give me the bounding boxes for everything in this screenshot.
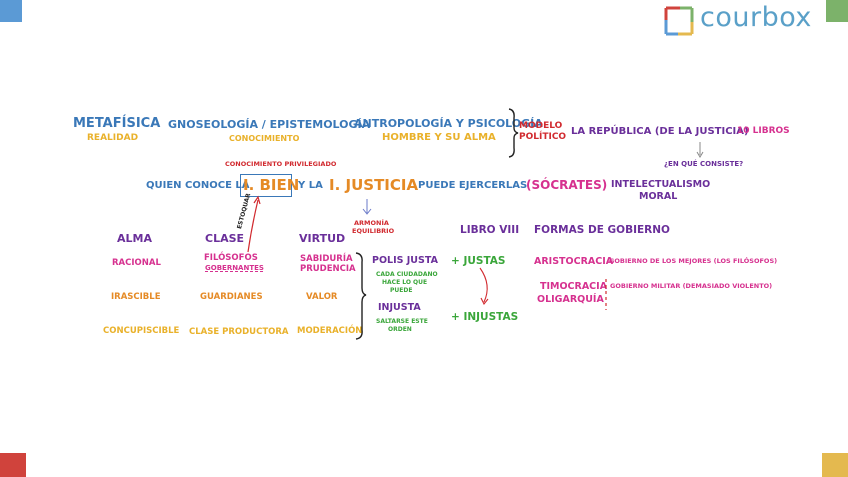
header-clase: CLASE — [205, 232, 245, 245]
clase-productora: CLASE PRODUCTORA — [189, 327, 289, 337]
logo-mark-icon — [664, 6, 694, 36]
mas-justas: + JUSTAS — [451, 255, 506, 267]
header-formas: FORMAS DE GOBIERNO — [534, 224, 670, 236]
logo-text: courbox — [700, 2, 812, 33]
socrates: (SÓCRATES) — [526, 178, 608, 192]
clase-gobernantes: GOBERNANTES — [205, 264, 264, 272]
conocimiento: CONOCIMIENTO — [229, 134, 300, 143]
aristocracia: ARISTOCRACIA — [534, 256, 614, 267]
bracket-modelo — [508, 108, 519, 158]
justicia: I. JUSTICIA — [329, 176, 419, 194]
injusta: INJUSTA — [378, 302, 421, 313]
puede-ejercerlas: PUEDE EJERCERLAS — [418, 180, 528, 191]
bracket-polis — [355, 252, 367, 340]
realidad: REALIDAD — [87, 133, 139, 143]
intelectualismo: INTELECTUALISMO — [611, 179, 711, 190]
republica: LA REPÚBLICA (DE LA JUSTICIA) — [571, 126, 749, 137]
metafisica: METAFÍSICA — [73, 116, 161, 131]
bien-box — [240, 174, 292, 197]
equilibrio: EQUILIBRIO — [352, 227, 395, 235]
virtud-valor: VALOR — [306, 292, 338, 302]
hombre-alma: HOMBRE Y SU ALMA — [382, 132, 496, 143]
mas-injustas: + INJUSTAS — [451, 311, 519, 323]
corner-top-right — [826, 0, 848, 22]
arrow-estoquar — [247, 199, 259, 253]
moral: MORAL — [639, 191, 678, 202]
injusta-desc-2: ORDEN — [388, 326, 412, 333]
corner-bottom-left — [0, 453, 26, 477]
oligarquia: OLIGARQUÍA — [537, 294, 604, 305]
header-libro-viii: LIBRO VIII — [460, 224, 520, 236]
y-la: Y LA — [298, 180, 323, 191]
virtud-sabiduria: SABIDURÍA — [300, 254, 353, 264]
conocimiento-privilegiado: CONOCIMIENTO PRIVILEGIADO — [225, 160, 337, 168]
antropologia: ANTROPOLOGÍA Y PSICOLOGÍA — [354, 117, 543, 130]
timocracia-desc: GOBIERNO MILITAR (DEMASIADO VIOLENTO) — [610, 282, 773, 290]
alma-racional: RACIONAL — [112, 258, 161, 268]
injusta-desc-1: SALTARSE ESTE — [376, 318, 428, 325]
header-alma: ALMA — [117, 232, 152, 245]
aristocracia-desc: GOBIERNO DE LOS MEJORES (LOS FILÓSOFOS) — [609, 257, 778, 265]
alma-irascible: IRASCIBLE — [111, 292, 161, 302]
polis-desc-1: CADA CIUDADANO — [376, 271, 438, 278]
timocracia: TIMOCRACIA — [540, 281, 608, 292]
armonia: ARMONÍA — [354, 219, 389, 227]
en-que-consiste: ¿EN QUÉ CONSISTE? — [664, 160, 744, 168]
clase-guardianes: GUARDIANES — [200, 292, 263, 302]
libros: 10 LIBROS — [737, 126, 790, 136]
clase-filosofos: FILÓSOFOS — [204, 253, 258, 263]
polis-desc-2: HACE LO QUE — [382, 279, 428, 286]
polis-desc-3: PUEDE — [390, 287, 413, 294]
corner-top-left — [0, 0, 22, 22]
polis-justa: POLIS JUSTA — [372, 255, 438, 266]
modelo: MODELO — [519, 121, 563, 131]
gnoseologia: GNOSEOLOGÍA / EPISTEMOLOGÍA — [168, 118, 371, 131]
header-virtud: VIRTUD — [299, 232, 346, 245]
virtud-prudencia: PRUDENCIA — [300, 264, 356, 274]
bien: I. BIEN — [243, 176, 300, 194]
corner-bottom-right — [822, 453, 848, 477]
virtud-moderacion: MODERACIÓN — [297, 326, 363, 336]
arrow-justas-injustas — [479, 267, 488, 303]
quien-conoce: QUIEN CONOCE LA — [146, 180, 250, 191]
alma-concupiscible: CONCUPISCIBLE — [103, 326, 180, 336]
politico: POLÍTICO — [519, 132, 567, 142]
